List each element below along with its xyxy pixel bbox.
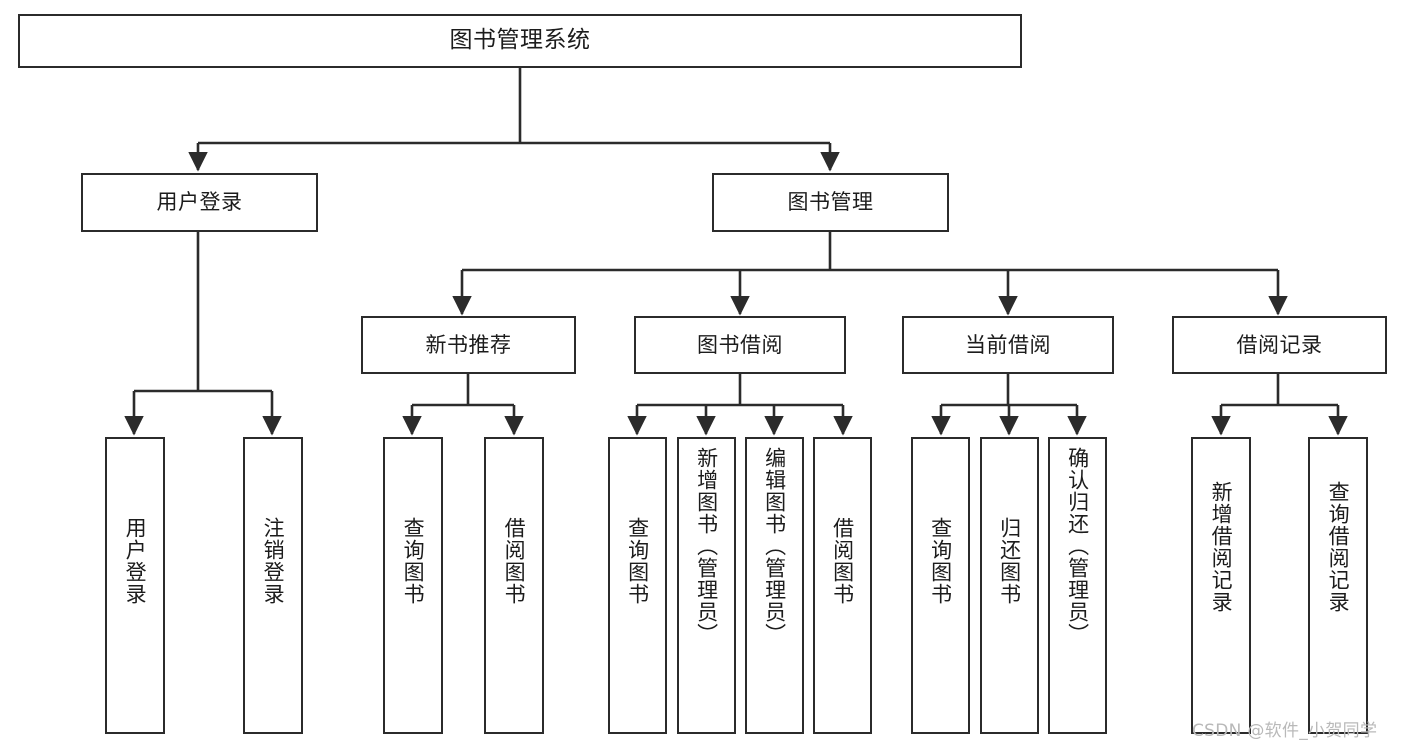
node-leaf-return-book-label: 归还图书 bbox=[997, 517, 1022, 605]
node-leaf-add-book-label: 新增图书（管理员） bbox=[694, 447, 719, 645]
node-leaf-logout[interactable]: 注销登录 bbox=[243, 437, 303, 734]
node-new-book-recommend[interactable]: 新书推荐 bbox=[361, 316, 576, 374]
node-user-login[interactable]: 用户登录 bbox=[81, 173, 318, 232]
node-leaf-confirm-return-label: 确认归还（管理员） bbox=[1065, 447, 1090, 645]
node-root-label: 图书管理系统 bbox=[449, 27, 591, 54]
node-root[interactable]: 图书管理系统 bbox=[18, 14, 1022, 68]
node-leaf-query-book-3-label: 查询图书 bbox=[928, 517, 953, 605]
node-user-login-label: 用户登录 bbox=[156, 190, 243, 215]
node-new-book-recommend-label: 新书推荐 bbox=[425, 332, 512, 357]
node-leaf-edit-book-label: 编辑图书（管理员） bbox=[762, 447, 787, 645]
node-leaf-return-book[interactable]: 归还图书 bbox=[980, 437, 1039, 734]
node-leaf-user-login-label: 用户登录 bbox=[123, 517, 148, 605]
node-book-manage[interactable]: 图书管理 bbox=[712, 173, 949, 232]
node-leaf-query-book-1-label: 查询图书 bbox=[401, 517, 426, 605]
node-leaf-logout-label: 注销登录 bbox=[261, 517, 286, 605]
node-leaf-user-login[interactable]: 用户登录 bbox=[105, 437, 165, 734]
node-leaf-query-record-label: 查询借阅记录 bbox=[1326, 481, 1351, 613]
node-leaf-query-book-2-label: 查询图书 bbox=[625, 517, 650, 605]
node-leaf-borrow-book-1-label: 借阅图书 bbox=[502, 517, 527, 605]
node-leaf-query-book-3[interactable]: 查询图书 bbox=[911, 437, 970, 734]
node-leaf-add-record-label: 新增借阅记录 bbox=[1209, 481, 1234, 613]
node-book-borrow-label: 图书借阅 bbox=[697, 332, 783, 357]
node-leaf-confirm-return[interactable]: 确认归还（管理员） bbox=[1048, 437, 1107, 734]
node-leaf-borrow-book-1[interactable]: 借阅图书 bbox=[484, 437, 544, 734]
node-leaf-query-book-1[interactable]: 查询图书 bbox=[383, 437, 443, 734]
node-current-borrow-label: 当前借阅 bbox=[965, 332, 1051, 357]
node-leaf-query-record[interactable]: 查询借阅记录 bbox=[1308, 437, 1368, 734]
node-leaf-query-book-2[interactable]: 查询图书 bbox=[608, 437, 667, 734]
node-book-borrow[interactable]: 图书借阅 bbox=[634, 316, 846, 374]
node-borrow-record-label: 借阅记录 bbox=[1236, 332, 1323, 357]
node-leaf-borrow-book-2[interactable]: 借阅图书 bbox=[813, 437, 872, 734]
node-leaf-edit-book[interactable]: 编辑图书（管理员） bbox=[745, 437, 804, 734]
node-leaf-add-record[interactable]: 新增借阅记录 bbox=[1191, 437, 1251, 734]
node-borrow-record[interactable]: 借阅记录 bbox=[1172, 316, 1387, 374]
node-book-manage-label: 图书管理 bbox=[787, 190, 874, 215]
node-leaf-borrow-book-2-label: 借阅图书 bbox=[830, 517, 855, 605]
node-current-borrow[interactable]: 当前借阅 bbox=[902, 316, 1114, 374]
node-leaf-add-book[interactable]: 新增图书（管理员） bbox=[677, 437, 736, 734]
csdn-watermark: CSDN @软件_小贺同学 bbox=[1192, 721, 1378, 741]
